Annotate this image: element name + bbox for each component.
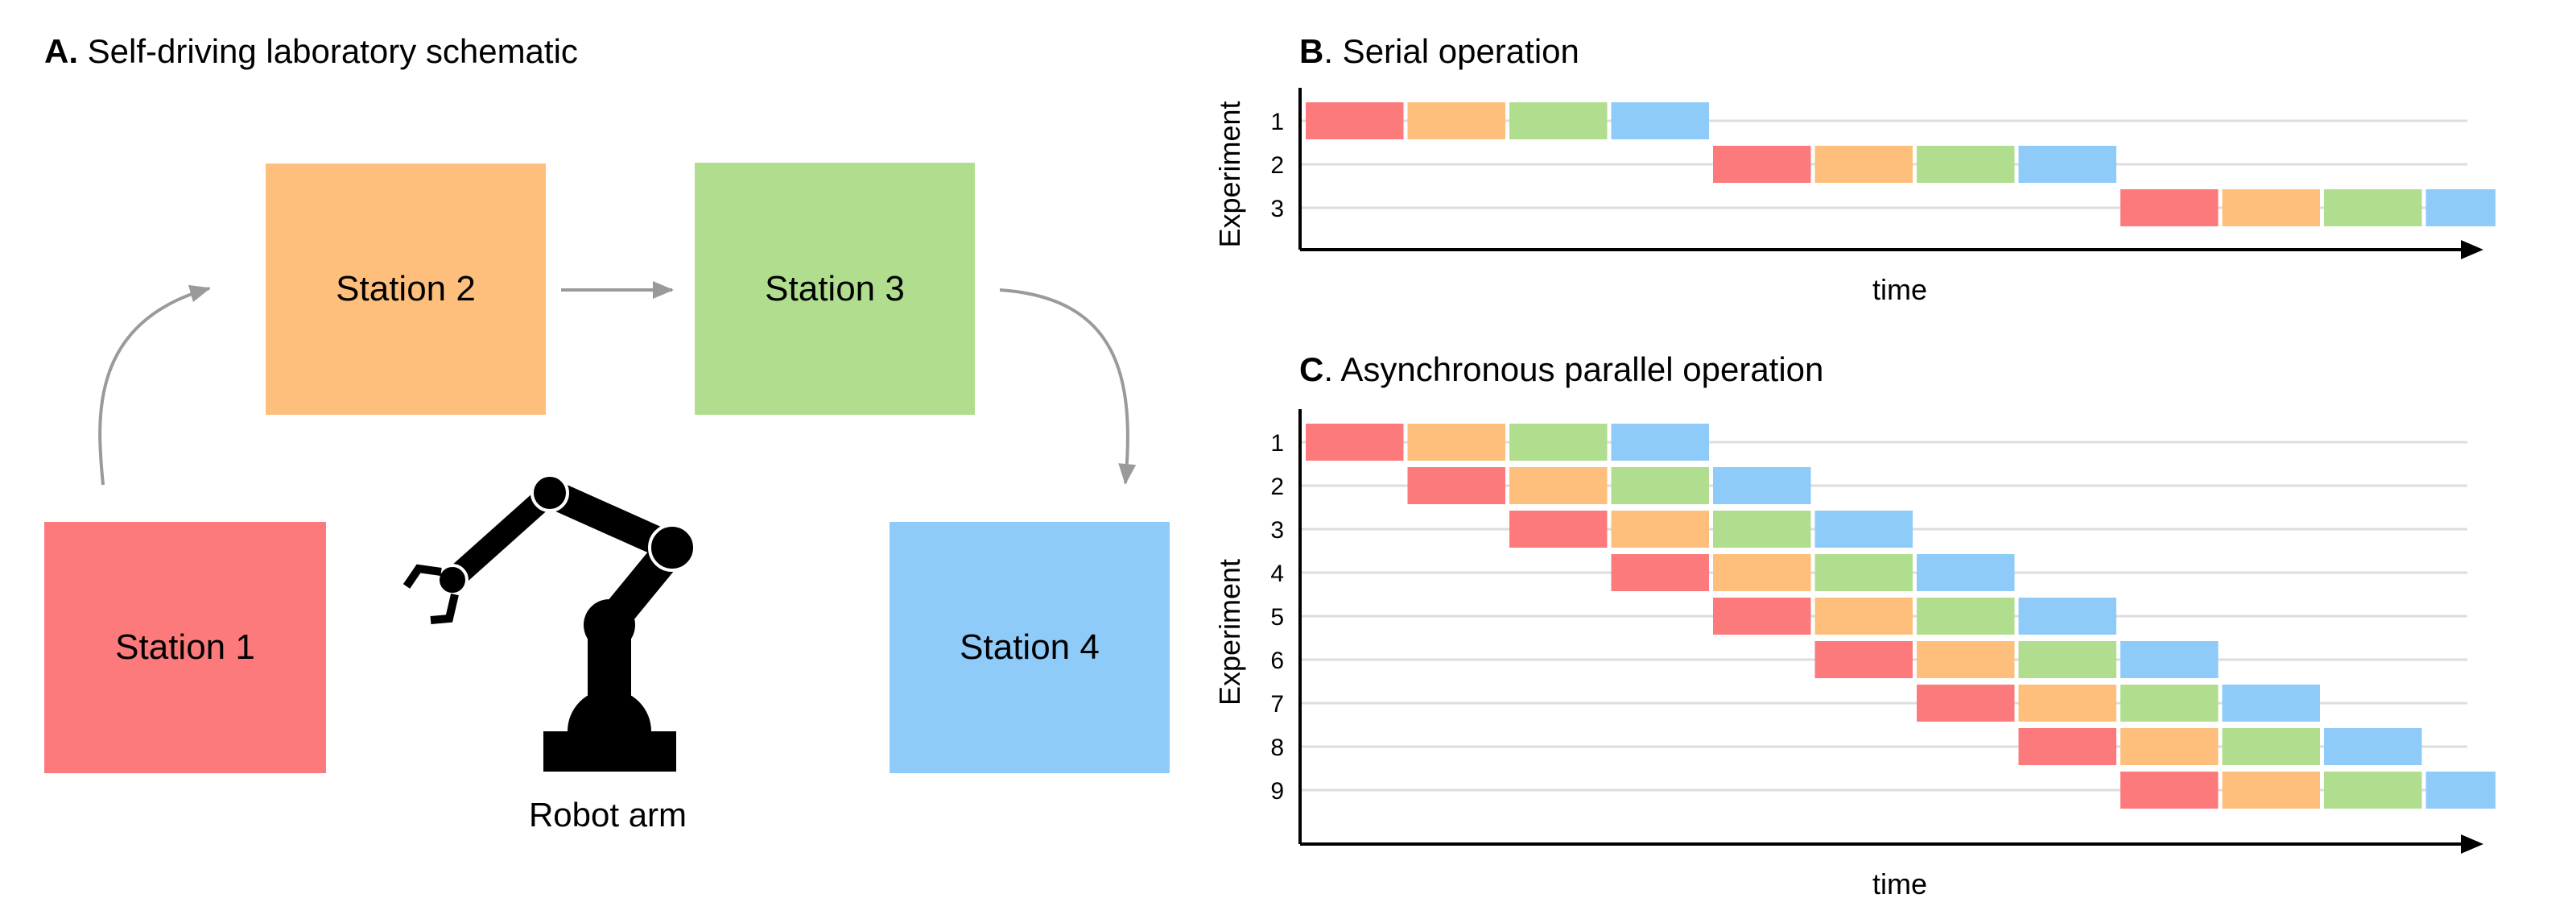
x-axis-label: time bbox=[1872, 867, 1927, 900]
experiment-1-station-3-block bbox=[1509, 424, 1608, 461]
experiment-8-station-4-block bbox=[2324, 728, 2422, 765]
experiment-4-station-3-block bbox=[1814, 554, 1913, 591]
experiment-5-station-2-block bbox=[1814, 598, 1913, 635]
panel-b-title-text: . Serial operation bbox=[1323, 32, 1579, 70]
station-1-box: Station 1 bbox=[44, 522, 326, 773]
panel-c-title-text: . Asynchronous parallel operation bbox=[1323, 350, 1824, 388]
experiment-8-station-3-block bbox=[2222, 728, 2320, 765]
experiment-6-station-2-block bbox=[1917, 641, 2015, 678]
experiment-2-station-3-block bbox=[1917, 146, 2015, 183]
experiment-7-station-1-block bbox=[1917, 685, 2015, 722]
experiment-1-station-4-block bbox=[1611, 102, 1709, 139]
experiment-3-station-4-block bbox=[2425, 189, 2496, 226]
y-axis-label: Experiment bbox=[1213, 101, 1246, 247]
station-4-label: Station 4 bbox=[960, 627, 1100, 667]
station-4-box: Station 4 bbox=[890, 522, 1170, 773]
row-label: 1 bbox=[1270, 109, 1284, 135]
experiment-9-station-1-block bbox=[2120, 772, 2219, 809]
row-label: 8 bbox=[1270, 735, 1284, 761]
row-label: 5 bbox=[1270, 604, 1284, 631]
serial-operation-chart: 1 2 3 time Experiment bbox=[1213, 88, 2496, 306]
station-2-label: Station 2 bbox=[336, 269, 476, 308]
row-label: 7 bbox=[1270, 691, 1284, 718]
experiment-2-station-3-block bbox=[1611, 467, 1709, 504]
panel-b-letter: B bbox=[1299, 32, 1324, 70]
experiment-7-station-4-block bbox=[2222, 685, 2320, 722]
experiment-1-station-2-block bbox=[1407, 102, 1505, 139]
robot-arm-icon bbox=[402, 474, 696, 772]
panel-b-title: B. Serial operation bbox=[1299, 32, 1579, 71]
experiment-3-station-2-block bbox=[1611, 511, 1709, 548]
experiment-8-station-2-block bbox=[2120, 728, 2219, 765]
experiment-2-station-4-block bbox=[1713, 467, 1811, 504]
experiment-3-station-3-block bbox=[1713, 511, 1811, 548]
experiment-4-station-4-block bbox=[1917, 554, 2015, 591]
panel-c-letter: C bbox=[1299, 350, 1324, 388]
experiment-1-station-3-block bbox=[1509, 102, 1608, 139]
row-label: 3 bbox=[1270, 196, 1284, 222]
experiment-2-station-1-block bbox=[1713, 146, 1811, 183]
robot-arm-label: Robot arm bbox=[528, 796, 687, 834]
experiment-3-station-3-block bbox=[2324, 189, 2422, 226]
row-label: 3 bbox=[1270, 517, 1284, 544]
experiment-2-station-2-block bbox=[1814, 146, 1913, 183]
experiment-5-station-1-block bbox=[1713, 598, 1811, 635]
experiment-5-station-4-block bbox=[2018, 598, 2116, 635]
experiment-1-station-2-block bbox=[1407, 424, 1505, 461]
experiment-6-station-3-block bbox=[2018, 641, 2116, 678]
experiment-9-station-3-block bbox=[2324, 772, 2422, 809]
experiment-8-station-1-block bbox=[2018, 728, 2116, 765]
experiment-4-station-1-block bbox=[1611, 554, 1709, 591]
experiment-3-station-2-block bbox=[2222, 189, 2320, 226]
x-axis-label: time bbox=[1872, 273, 1927, 306]
panel-a-connectors bbox=[98, 281, 1137, 772]
experiment-1-station-1-block bbox=[1306, 424, 1404, 461]
experiment-9-station-2-block bbox=[2222, 772, 2320, 809]
x-axis-arrow-icon bbox=[2461, 834, 2483, 854]
arrow-station1-to-station2 bbox=[98, 284, 211, 486]
experiment-6-station-1-block bbox=[1814, 641, 1913, 678]
station-2-box: Station 2 bbox=[266, 163, 546, 415]
experiment-2-station-1-block bbox=[1407, 467, 1505, 504]
panel-a-letter: A. bbox=[44, 32, 78, 70]
experiment-4-station-2-block bbox=[1713, 554, 1811, 591]
experiment-1-station-1-block bbox=[1306, 102, 1404, 139]
row-label: 9 bbox=[1270, 778, 1284, 805]
row-label: 4 bbox=[1270, 561, 1284, 587]
panel-a-title: A. Self-driving laboratory schematic bbox=[44, 32, 578, 71]
async-parallel-operation-chart: 1 2 3 4 5 6 7 8 9 time Experiment bbox=[1213, 409, 2496, 900]
experiment-1-station-4-block bbox=[1611, 424, 1709, 461]
experiment-3-station-1-block bbox=[2120, 189, 2219, 226]
experiment-7-station-2-block bbox=[2018, 685, 2116, 722]
experiment-2-station-4-block bbox=[2018, 146, 2116, 183]
station-3-label: Station 3 bbox=[765, 268, 905, 308]
experiment-6-station-4-block bbox=[2120, 641, 2219, 678]
station-1-label: Station 1 bbox=[115, 627, 255, 667]
row-label: 2 bbox=[1270, 474, 1284, 500]
row-label: 2 bbox=[1270, 152, 1284, 179]
experiment-3-station-4-block bbox=[1814, 511, 1913, 548]
row-label: 6 bbox=[1270, 648, 1284, 674]
experiment-5-station-3-block bbox=[1917, 598, 2015, 635]
panel-c-title: C. Asynchronous parallel operation bbox=[1299, 350, 1823, 389]
row-label: 1 bbox=[1270, 430, 1284, 457]
experiment-2-station-2-block bbox=[1509, 467, 1608, 504]
experiment-7-station-3-block bbox=[2120, 685, 2219, 722]
experiment-3-station-1-block bbox=[1509, 511, 1608, 548]
y-axis-label: Experiment bbox=[1213, 559, 1246, 706]
arrow-station3-to-station4 bbox=[999, 288, 1137, 485]
x-axis-arrow-icon bbox=[2461, 240, 2483, 259]
panel-a-title-text: Self-driving laboratory schematic bbox=[87, 32, 578, 70]
station-3-box: Station 3 bbox=[695, 163, 975, 415]
experiment-9-station-4-block bbox=[2425, 772, 2496, 809]
